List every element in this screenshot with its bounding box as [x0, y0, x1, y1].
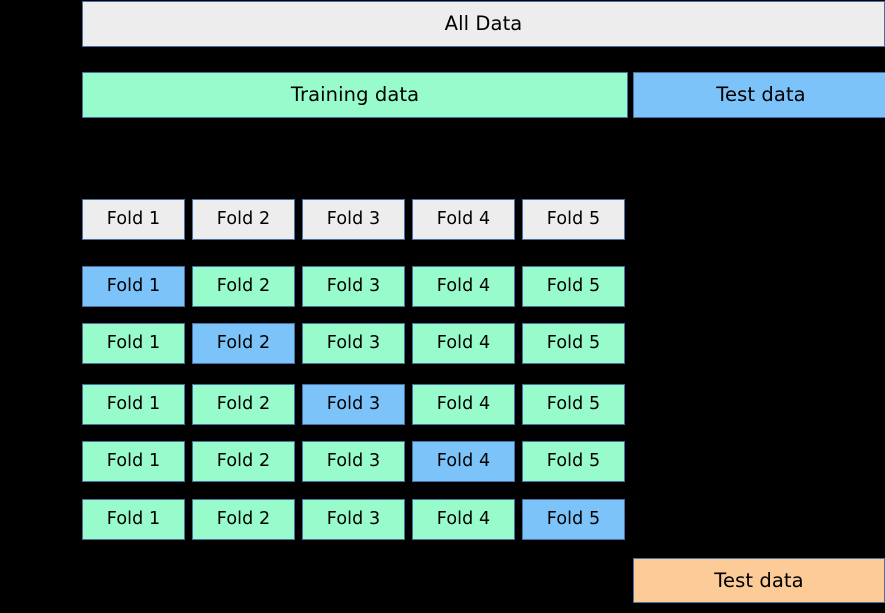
fold-cell-split-2-3: Fold 3	[302, 323, 405, 364]
fold-cell-folds-overview-1: Fold 1	[82, 199, 185, 240]
fold-cell-folds-overview-3: Fold 3	[302, 199, 405, 240]
fold-cell-split-5-2: Fold 2	[192, 499, 295, 540]
fold-cell-split-4-3: Fold 3	[302, 441, 405, 482]
fold-cell-split-1-1: Fold 1	[82, 266, 185, 307]
fold-cell-split-5-1: Fold 1	[82, 499, 185, 540]
fold-cell-split-2-2: Fold 2	[192, 323, 295, 364]
fold-cell-split-3-4: Fold 4	[412, 384, 515, 425]
fold-cell-split-2-5: Fold 5	[522, 323, 625, 364]
all-data-box: All Data	[82, 1, 885, 47]
fold-cell-folds-overview-2: Fold 2	[192, 199, 295, 240]
fold-cell-split-1-2: Fold 2	[192, 266, 295, 307]
fold-cell-split-4-1: Fold 1	[82, 441, 185, 482]
test-data-box-bottom: Test data	[633, 558, 885, 603]
fold-cell-split-3-2: Fold 2	[192, 384, 295, 425]
fold-cell-split-5-3: Fold 3	[302, 499, 405, 540]
fold-cell-split-5-5: Fold 5	[522, 499, 625, 540]
training-data-bar: Training data	[82, 72, 628, 118]
fold-cell-split-1-5: Fold 5	[522, 266, 625, 307]
fold-cell-split-3-5: Fold 5	[522, 384, 625, 425]
fold-cell-split-5-4: Fold 4	[412, 499, 515, 540]
fold-cell-split-2-4: Fold 4	[412, 323, 515, 364]
fold-cell-split-3-1: Fold 1	[82, 384, 185, 425]
fold-cell-folds-overview-4: Fold 4	[412, 199, 515, 240]
fold-cell-split-4-4: Fold 4	[412, 441, 515, 482]
fold-cell-split-4-2: Fold 2	[192, 441, 295, 482]
fold-cell-split-3-3: Fold 3	[302, 384, 405, 425]
fold-cell-split-1-4: Fold 4	[412, 266, 515, 307]
test-data-bar-top: Test data	[633, 72, 885, 118]
fold-cell-split-1-3: Fold 3	[302, 266, 405, 307]
fold-cell-split-2-1: Fold 1	[82, 323, 185, 364]
fold-cell-folds-overview-5: Fold 5	[522, 199, 625, 240]
fold-cell-split-4-5: Fold 5	[522, 441, 625, 482]
